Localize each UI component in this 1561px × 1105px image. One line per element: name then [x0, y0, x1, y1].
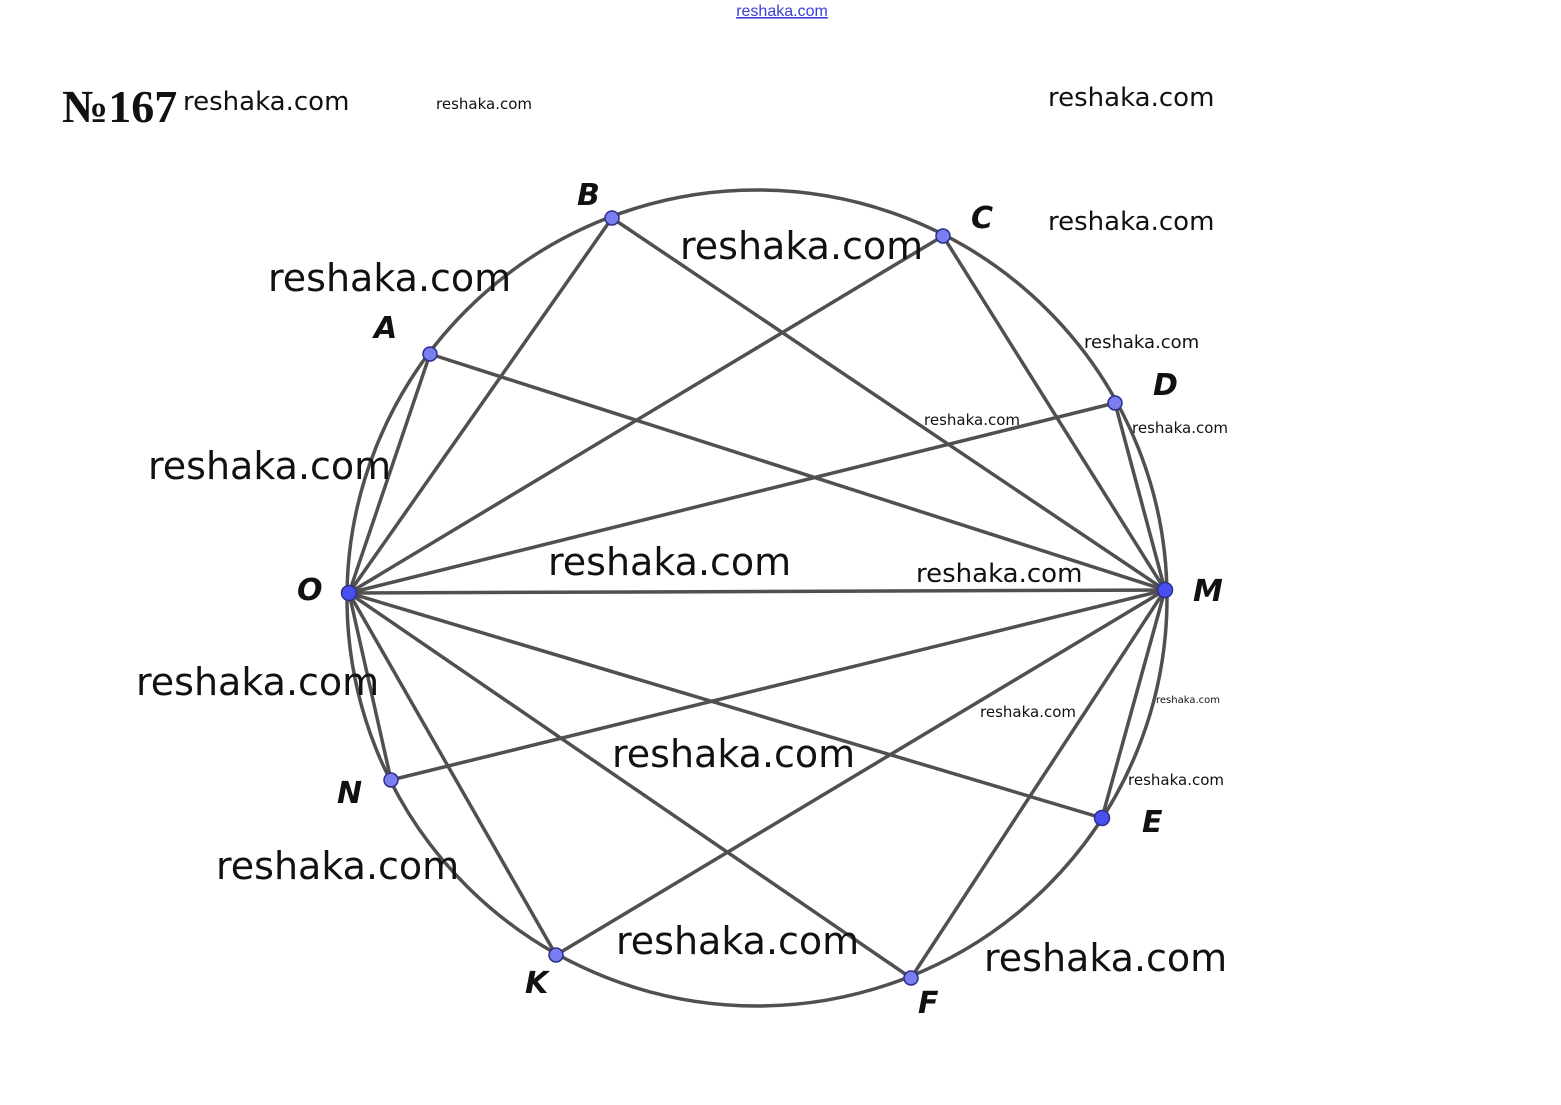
point-label-m: M [1193, 574, 1223, 609]
segment-oa [347, 352, 432, 595]
watermark-text: reshaka.com [612, 732, 855, 776]
watermark-text: reshaka.com [268, 256, 511, 300]
watermark-text: reshaka.com [616, 919, 859, 963]
watermark-text: reshaka.com [148, 444, 391, 488]
watermark-text: reshaka.com [183, 87, 349, 117]
point-label-e: E [1142, 805, 1163, 840]
segment-mb [610, 216, 1167, 592]
segment-ob [347, 216, 614, 595]
circle-layer [345, 188, 1169, 1008]
segment-oc [347, 234, 945, 595]
watermark-layer: reshaka.com reshaka.com reshaka.com reshaka… [136, 83, 1228, 980]
site-header-link[interactable]: reshaka.com [736, 3, 828, 20]
segment-ma [428, 352, 1167, 592]
segment-mk [554, 588, 1167, 957]
point-d [1107, 395, 1123, 411]
point-k [548, 947, 564, 963]
watermark-text: reshaka.com [984, 936, 1227, 980]
circle-outline [345, 188, 1169, 1008]
point-c [935, 228, 951, 244]
watermark-text: reshaka.com [924, 411, 1020, 429]
watermark-text: reshaka.com [980, 703, 1076, 721]
problem-number: №167 [62, 81, 177, 132]
point-label-d: D [1153, 368, 1178, 403]
watermark-text: reshaka.com [1156, 695, 1220, 706]
point-m [1156, 581, 1174, 599]
watermark-text: reshaka.com [916, 559, 1082, 589]
watermark-text: reshaka.com [1132, 419, 1228, 437]
point-label-n: N [337, 776, 362, 811]
segment-oe [347, 591, 1104, 820]
segment-mf [909, 588, 1167, 980]
segment-mn [389, 588, 1167, 782]
watermark-text: reshaka.com [136, 660, 379, 704]
segment-of [347, 591, 913, 980]
segment-mc [941, 234, 1167, 592]
point-label-k: K [525, 966, 551, 1001]
watermark-text: reshaka.com [1084, 332, 1199, 353]
segment-ok [347, 591, 558, 957]
point-a [422, 346, 438, 362]
watermark-text: reshaka.com [436, 95, 532, 113]
segment-layer [347, 216, 1167, 980]
watermark-text: reshaka.com [1048, 207, 1214, 237]
point-label-c: C [971, 201, 993, 236]
point-f [903, 970, 919, 986]
segment-om [347, 588, 1167, 595]
segment-me [1100, 588, 1167, 820]
point-e [1093, 809, 1111, 827]
segment-on [347, 591, 393, 782]
watermark-text: reshaka.com [1048, 83, 1214, 113]
segment-od [347, 401, 1117, 595]
point-o [340, 584, 358, 602]
segment-md [1113, 401, 1167, 592]
watermark-text: reshaka.com [680, 224, 923, 268]
point-b [604, 210, 620, 226]
point-label-b: B [577, 178, 600, 213]
point-label-o: O [297, 573, 323, 608]
watermark-text: reshaka.com [548, 540, 791, 584]
point-label-a: A [372, 311, 397, 346]
point-label-f: F [918, 986, 939, 1021]
watermark-text: reshaka.com [1128, 771, 1224, 789]
point-n [383, 772, 399, 788]
watermark-text: reshaka.com [216, 844, 459, 888]
label-layer: O M A B C D E F K N [297, 178, 1223, 1021]
point-layer [340, 210, 1174, 986]
